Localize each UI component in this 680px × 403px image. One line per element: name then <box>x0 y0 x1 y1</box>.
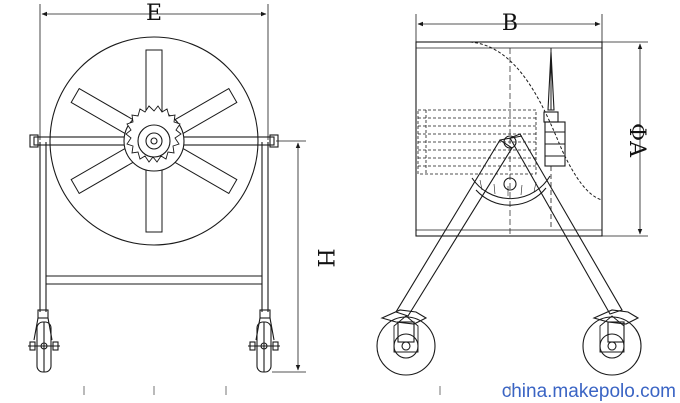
fan-housing <box>49 36 259 246</box>
label-b: B <box>502 11 518 36</box>
label-e: E <box>146 1 162 26</box>
left-caster-wheel <box>28 309 60 373</box>
tilt-adjuster <box>471 135 551 206</box>
side-legs <box>395 133 623 317</box>
label-phi-a: ΦA <box>624 123 649 158</box>
ground-ticks <box>83 386 227 395</box>
watermark-text: china.makepolo.com <box>502 381 676 402</box>
label-h: H <box>312 248 337 267</box>
fan-shaft <box>543 48 566 230</box>
dimension-a <box>602 41 648 237</box>
housing-profile-curve <box>469 41 603 201</box>
dimension-e <box>39 4 269 140</box>
side-right-wheel <box>582 309 642 376</box>
dimension-b <box>415 14 603 42</box>
front-view <box>28 4 306 395</box>
dimension-h <box>272 140 306 373</box>
side-housing <box>415 41 603 237</box>
side-ground-ticks <box>439 386 511 395</box>
motor-hidden-lines <box>417 109 537 175</box>
right-caster-wheel <box>248 309 280 373</box>
side-left-wheel <box>376 309 436 376</box>
fan-hub <box>123 105 185 172</box>
side-view <box>376 14 648 395</box>
